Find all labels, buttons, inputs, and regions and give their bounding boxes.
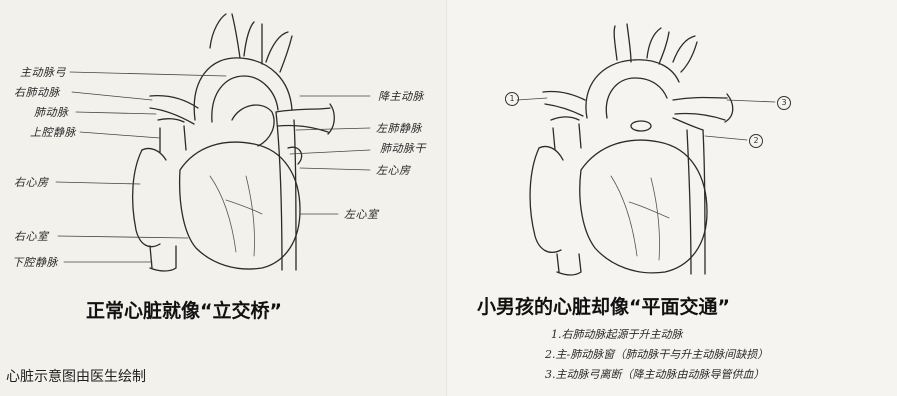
label-right-atrium: 右心房 (14, 174, 49, 190)
marker-3: 3 (777, 96, 791, 110)
label-right-ventricle: 右心室 (14, 228, 49, 244)
label-pulmonary-trunk: 肺动脉干 (380, 140, 426, 156)
caption-boy-heart: 小男孩的心脏却像“平面交通” (477, 292, 730, 319)
label-descending-aorta: 降主动脉 (378, 88, 424, 104)
label-inferior-vena-cava: 下腔静脉 (12, 254, 58, 270)
boy-heart-panel: 1 3 2 小男孩的心脏却像“平面交通” 1.右肺动脉起源于升主动脉 2.主-肺… (447, 0, 897, 396)
label-aortic-arch: 主动脉弓 (20, 64, 66, 80)
credit-text: 心脏示意图由医生绘制 (6, 366, 146, 386)
label-superior-vena-cava: 上腔静脉 (30, 124, 76, 140)
label-left-pulmonary-vein: 左肺静脉 (376, 120, 422, 136)
label-pulmonary-artery: 肺动脉 (34, 104, 69, 120)
label-right-pulmonary-artery: 右肺动脉 (14, 84, 60, 100)
normal-heart-sketch (0, 0, 447, 396)
caption-normal-heart: 正常心脏就像“立交桥” (86, 296, 282, 323)
note-2: 2.主-肺动脉窗（肺动脉干与升主动脉间缺损） (545, 346, 768, 362)
label-left-ventricle: 左心室 (344, 206, 379, 222)
label-left-atrium: 左心房 (376, 162, 411, 178)
normal-heart-panel: 主动脉弓 右肺动脉 肺动脉 上腔静脉 右心房 右心室 下腔静脉 降主动脉 左肺静… (0, 0, 447, 396)
marker-1: 1 (505, 92, 519, 106)
note-1: 1.右肺动脉起源于升主动脉 (551, 326, 683, 342)
note-3: 3.主动脉弓离断（降主动脉由动脉导管供血） (545, 366, 765, 382)
marker-2: 2 (749, 134, 763, 148)
